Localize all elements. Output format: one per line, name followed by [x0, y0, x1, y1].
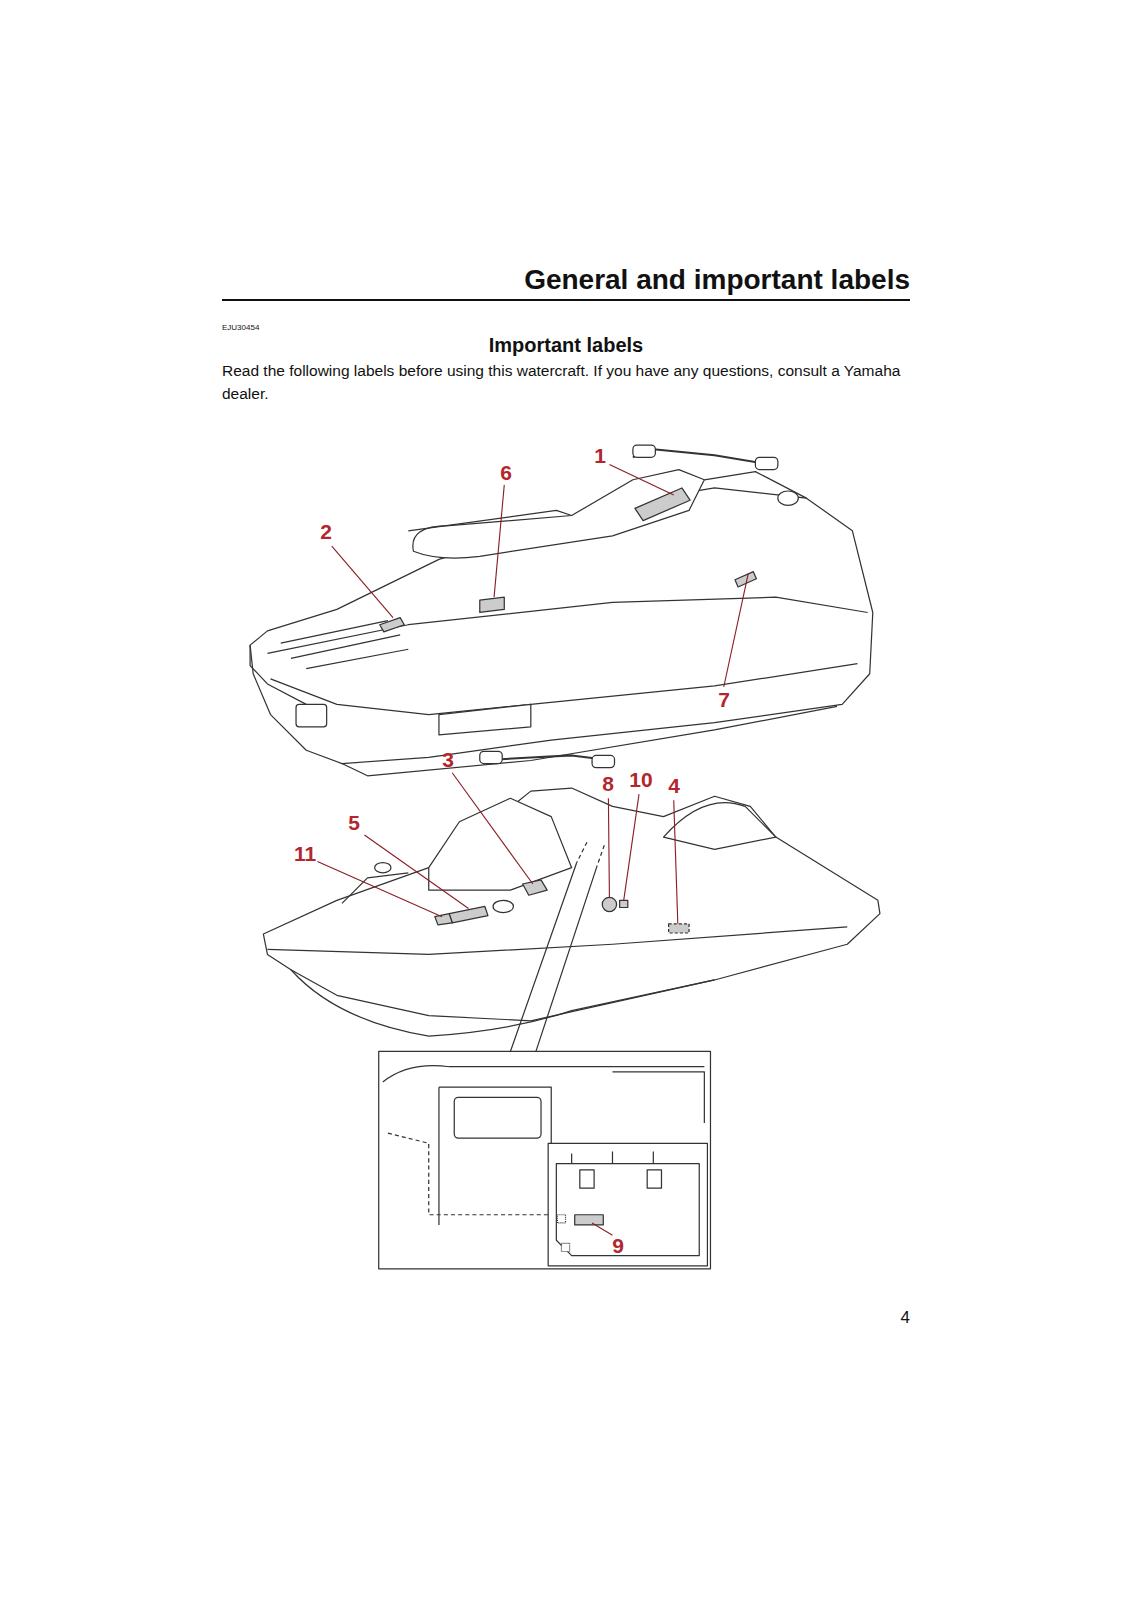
- callout-number: 8: [590, 771, 626, 797]
- callout-number: 7: [706, 687, 742, 713]
- leader-lines: [317, 464, 748, 1235]
- heading-rule: [222, 299, 910, 301]
- callout-number: 9: [600, 1233, 636, 1259]
- callout-number: 1: [582, 443, 618, 469]
- section-heading: Important labels: [222, 333, 910, 358]
- section-code: EJU30454: [222, 323, 342, 333]
- page-title: General and important labels: [222, 262, 910, 297]
- jet-ski-drawing: [250, 445, 880, 1269]
- callout-number: 5: [336, 810, 372, 836]
- callout-number: 10: [623, 767, 659, 793]
- callout-number: 6: [488, 460, 524, 486]
- callout-number: 11: [287, 841, 323, 867]
- callout-number: 2: [308, 519, 344, 545]
- callout-number: 4: [656, 773, 692, 799]
- body-text: Read the following labels before using t…: [222, 359, 912, 405]
- callout-number: 3: [430, 747, 466, 773]
- page-number: 4: [870, 1307, 910, 1328]
